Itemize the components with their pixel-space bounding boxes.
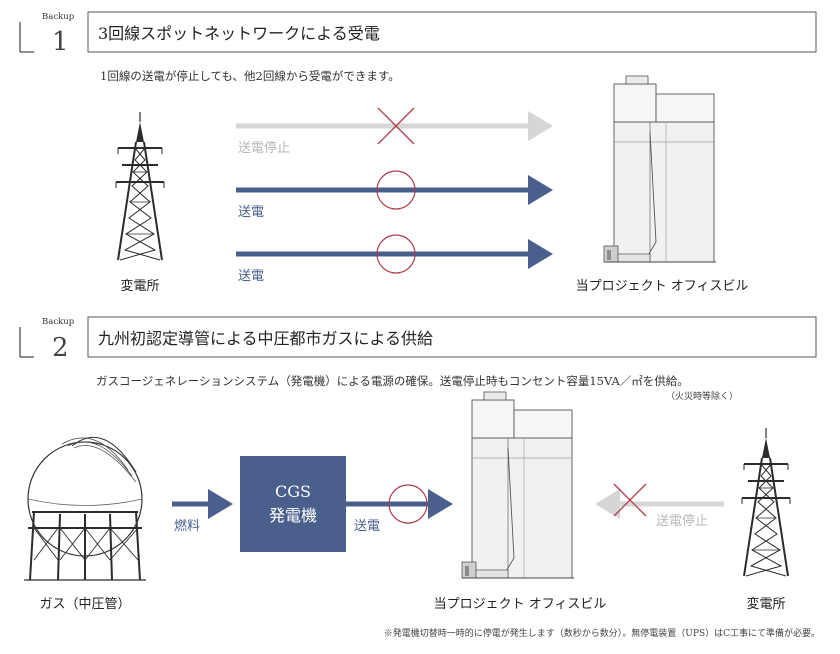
backup-label: Backup xyxy=(42,12,75,22)
fuel-arrow: 燃料 xyxy=(172,489,233,534)
line-label: 送電停止 xyxy=(238,140,290,156)
transmission-tower-icon xyxy=(741,427,791,577)
cross-mark-icon xyxy=(613,483,647,517)
power-line-stopped: 送電停止 xyxy=(595,483,724,529)
supply-arrow: 送電 xyxy=(346,484,453,534)
backup-number: 2 xyxy=(52,333,69,363)
cgs-generator-box: CGS 発電機 xyxy=(240,456,346,552)
power-line-active: 送電 xyxy=(236,170,553,220)
circle-mark-icon xyxy=(376,170,416,210)
circle-mark-icon xyxy=(388,484,428,524)
stopped-label: 送電停止 xyxy=(656,513,708,529)
gas-holder-icon xyxy=(24,436,146,581)
gas-label: ガス（中圧管） xyxy=(39,597,130,612)
line-label: 送電 xyxy=(238,269,264,284)
section-2-header: Backup 2 九州初認定導管による中圧都市ガスによる供給 xyxy=(19,316,817,363)
line-label: 送電 xyxy=(238,205,264,220)
power-line-stopped: 送電停止 xyxy=(236,107,553,156)
section-description: ガスコージェネレーションシステム（発電機）による電源の確保。送電停止時もコンセン… xyxy=(96,374,689,388)
building-label: 当プロジェクト オフィスビル xyxy=(434,597,607,612)
power-line-active: 送電 xyxy=(236,234,553,284)
substation-label: 変電所 xyxy=(120,278,159,294)
cgs-label: CGS xyxy=(275,482,311,501)
building-label: 当プロジェクト オフィスビル xyxy=(576,279,749,294)
supply-label: 送電 xyxy=(354,519,380,534)
footnote: ※発電機切替時一時的に停電が発生します（数秒から数分）。無停電装置（UPS）はC… xyxy=(384,627,820,639)
section-2: Backup 2 九州初認定導管による中圧都市ガスによる供給 ガスコージェネレー… xyxy=(19,316,820,639)
office-building-icon xyxy=(603,75,717,263)
generator-label: 発電機 xyxy=(269,506,317,525)
office-building-icon xyxy=(461,391,575,579)
fuel-label: 燃料 xyxy=(174,518,200,534)
section-title: 3回線スポットネットワークによる受電 xyxy=(98,24,380,43)
section-1: Backup 1 3回線スポットネットワークによる受電 1回線の送電が停止しても… xyxy=(19,11,817,294)
circle-mark-icon xyxy=(376,234,416,274)
section-description: 1回線の送電が停止しても、他2回線から受電ができます。 xyxy=(100,69,400,83)
section-1-header: Backup 1 3回線スポットネットワークによる受電 xyxy=(19,11,817,57)
description-note: （火災時等除く） xyxy=(666,390,738,402)
transmission-tower-icon xyxy=(115,111,165,261)
substation-label: 変電所 xyxy=(746,596,785,612)
cross-mark-icon xyxy=(377,107,415,145)
section-title: 九州初認定導管による中圧都市ガスによる供給 xyxy=(98,329,433,348)
backup-number: 1 xyxy=(52,27,69,57)
backup-label: Backup xyxy=(42,317,75,327)
